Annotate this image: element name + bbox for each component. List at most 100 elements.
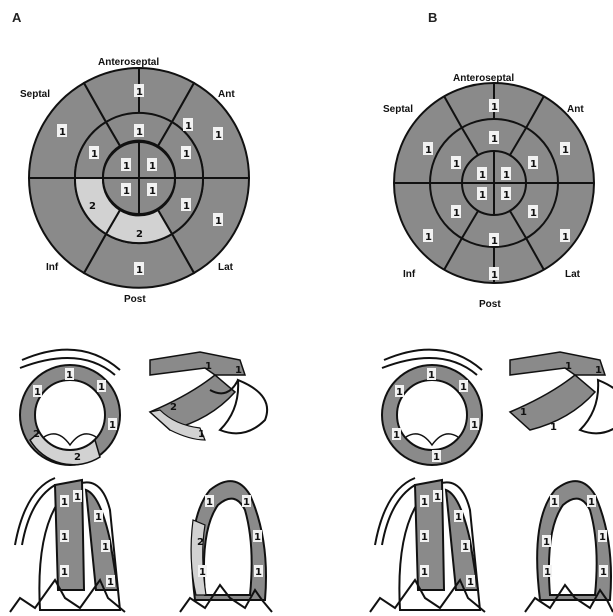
score: 1 [61,497,68,508]
score: 1 [185,121,192,132]
score: 1 [61,567,68,578]
four-chamber-b: 1 1 1 1 1 1 1 [370,478,485,612]
score: 2 [197,537,204,548]
bullseye-a: 1 1 1 1 1 1 1 1 1 1 2 2 1 1 1 1 Anterose… [20,57,249,305]
score: 1 [235,365,242,376]
score: 1 [183,149,190,160]
score: 1 [595,365,602,376]
score: 1 [453,159,460,170]
wall-label-inf: Inf [403,269,416,280]
score: 1 [467,577,474,588]
wall-label-septal: Septal [383,104,413,115]
score: 1 [136,265,143,276]
score: 1 [588,497,595,508]
score: 1 [455,512,462,523]
score: 1 [98,382,105,393]
bullseye-b: 1 1 1 1 1 1 1 1 1 1 1 1 1 1 1 1 Anterose… [383,73,594,310]
score: 1 [34,387,41,398]
score: 1 [491,134,498,145]
score: 1 [491,270,498,281]
score: 1 [396,387,403,398]
short-axis-b: 1 1 1 1 1 1 [382,350,482,465]
score: 1 [61,532,68,543]
score: 1 [434,492,441,503]
score: 1 [562,232,569,243]
score: 1 [243,497,250,508]
score: 1 [136,127,143,138]
score: 1 [123,161,130,172]
score: 1 [206,497,213,508]
score: 1 [491,236,498,247]
wall-label-septal: Septal [20,89,50,100]
score: 1 [123,186,130,197]
score: 1 [183,201,190,212]
score: 1 [491,102,498,113]
score: 1 [530,159,537,170]
score: 1 [102,542,109,553]
score: 1 [198,429,205,440]
score: 1 [471,420,478,431]
score: 1 [205,361,212,372]
score: 1 [562,145,569,156]
score: 1 [599,532,606,543]
score: 1 [107,577,114,588]
score: 2 [74,452,81,463]
two-chamber-a: 1 1 2 1 1 1 [180,481,272,612]
score: 1 [421,532,428,543]
score: 1 [551,497,558,508]
score: 1 [600,567,607,578]
score: 2 [136,229,143,240]
score: 1 [503,190,510,201]
score: 1 [74,492,81,503]
score: 1 [428,370,435,381]
score: 1 [543,537,550,548]
four-chamber-a: 1 1 1 1 1 1 1 [10,478,125,612]
score: 1 [199,567,206,578]
score: 2 [89,201,96,212]
score: 1 [215,130,222,141]
score: 1 [503,170,510,181]
wall-label-lat: Lat [565,269,581,280]
score: 1 [479,190,486,201]
score: 1 [393,430,400,441]
score: 1 [421,567,428,578]
score: 1 [425,145,432,156]
wall-label-lat: Lat [218,262,234,273]
wall-label-ant: Ant [218,89,235,100]
score: 1 [544,567,551,578]
short-axis-a: 1 1 1 1 2 2 [20,350,120,465]
score: 1 [421,497,428,508]
score: 1 [109,420,116,431]
score: 1 [136,87,143,98]
score: 1 [59,127,66,138]
score: 1 [149,161,156,172]
score: 2 [170,402,177,413]
long-axis-a: 1 1 2 1 [150,352,267,440]
wall-label-anteroseptal: Anteroseptal [98,57,159,68]
score: 1 [91,149,98,160]
score: 2 [33,429,40,440]
wall-label-inf: Inf [46,262,59,273]
score: 1 [520,407,527,418]
score: 1 [479,170,486,181]
long-axis-b: 1 1 1 1 [510,352,613,433]
wall-label-post: Post [479,299,501,310]
score: 1 [149,186,156,197]
score: 1 [453,208,460,219]
wall-label-ant: Ant [567,104,584,115]
wall-label-post: Post [124,294,146,305]
score: 1 [255,567,262,578]
score: 1 [425,232,432,243]
score: 1 [95,512,102,523]
score: 1 [433,452,440,463]
score: 1 [565,361,572,372]
score: 1 [550,422,557,433]
score: 1 [254,532,261,543]
score: 1 [462,542,469,553]
score: 1 [215,216,222,227]
score: 1 [530,208,537,219]
score: 1 [66,370,73,381]
score: 1 [460,382,467,393]
wall-label-anteroseptal: Anteroseptal [453,73,514,84]
